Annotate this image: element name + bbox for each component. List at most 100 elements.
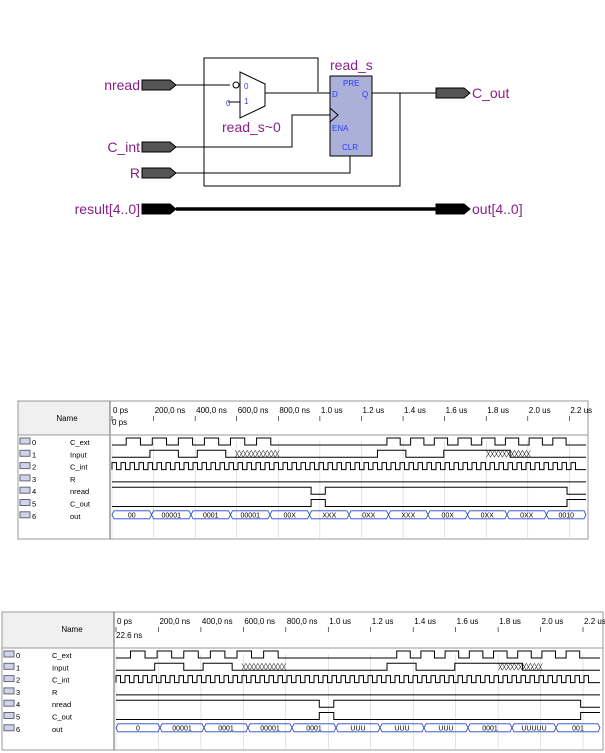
bus-segment [151, 510, 192, 520]
bus-value: 00X [284, 512, 297, 519]
mux-label: read_s~0 [222, 119, 281, 135]
register-read-s[interactable]: read_s PRE D Q ENA CLR [329, 57, 373, 157]
wave-input [112, 449, 586, 458]
wave-c-out [116, 712, 600, 720]
pin-label-nread: nread [104, 77, 140, 93]
time-label: 400,0 ns [196, 406, 227, 415]
bus-segment [467, 723, 513, 733]
pin-out[interactable]: out[4..0] [435, 201, 523, 217]
bus-value: 0XX [362, 512, 376, 519]
signal-icon [19, 474, 31, 482]
signal-name: C_ext [52, 651, 73, 660]
time-label: 2.0 us [529, 406, 551, 415]
signal-name: Input [52, 663, 70, 672]
signal-name: C_int [70, 463, 88, 472]
register-title: read_s [330, 57, 373, 73]
schematic: nread C_int R result[4..0] C_out out[4..… [75, 57, 523, 217]
bus-value: UUU [350, 725, 365, 732]
signal-index: 3 [32, 475, 36, 484]
signal-row[interactable]: 1 Input [3, 662, 70, 672]
wave-input [116, 662, 600, 671]
bus-value: UUUUU [521, 725, 546, 732]
pin-result[interactable]: result[4..0] [75, 201, 177, 217]
name-header: Name [56, 414, 78, 423]
signal-icon [19, 499, 31, 506]
signal-index: 1 [16, 663, 20, 672]
signal-index: 2 [32, 463, 36, 472]
time-label: 1.4 us [414, 617, 436, 626]
bus-segment [247, 723, 293, 733]
signal-index: 6 [16, 725, 20, 734]
bus-segment [555, 723, 601, 733]
signal-icon [3, 712, 15, 719]
bus-segment [511, 723, 557, 733]
reg-pin-clr: CLR [342, 143, 358, 152]
bus-value: 00001 [241, 512, 261, 519]
mux-in1: 1 [244, 97, 249, 106]
cursor-time: 0 ps [112, 418, 127, 427]
mux-read-s-0[interactable]: 0 1 0 read_s~0 [222, 71, 281, 135]
signal-name: C_ext [70, 438, 91, 447]
bus-value: 00001 [260, 725, 280, 732]
bus-segment [335, 723, 381, 733]
bus-value: 0001 [203, 512, 219, 519]
signal-row[interactable]: 2 C_int [19, 462, 88, 472]
time-label: 2.0 us [542, 617, 564, 626]
time-label: 0 ps [113, 406, 128, 415]
bus-value: 0001 [306, 725, 322, 732]
signal-row[interactable]: 5 C_out [3, 712, 73, 722]
time-label: 2.2 us [570, 406, 592, 415]
signal-row[interactable]: 4 nread [3, 699, 71, 709]
signal-index: 4 [16, 700, 20, 709]
time-label: 1.0 us [329, 617, 351, 626]
pin-c-out[interactable]: C_out [435, 85, 509, 101]
time-label: 200,0 ns [155, 406, 186, 415]
signal-index: 2 [16, 676, 20, 685]
bus-value: XXX [322, 512, 336, 519]
pin-nread[interactable]: nread [104, 77, 177, 93]
wave-c-int [111, 462, 586, 471]
pin-label-out: out[4..0] [472, 201, 523, 217]
bus-value: 00 [128, 512, 136, 519]
pin-r[interactable]: R [130, 165, 177, 181]
bus-value: 0 [136, 725, 140, 732]
signal-name: nread [70, 487, 89, 496]
bus-value: UUU [394, 725, 409, 732]
signal-row[interactable]: 6 out [3, 724, 63, 734]
signal-icon [3, 699, 15, 707]
signal-index: 4 [32, 487, 36, 496]
signal-icon [19, 462, 31, 470]
bus-segment [348, 510, 389, 520]
bus-segment [230, 510, 271, 520]
bus-value: 0001 [482, 725, 498, 732]
time-label: 800,0 ns [279, 406, 310, 415]
name-header: Name [61, 625, 83, 634]
signal-name: C_out [52, 713, 73, 722]
wave-input-undefined [241, 663, 287, 671]
pin-c-int[interactable]: C_int [107, 139, 177, 155]
signal-name: C_out [70, 500, 91, 509]
signal-row[interactable]: 4 nread [19, 486, 89, 496]
wave-c-ext [112, 437, 586, 446]
bus-value: UUU [438, 725, 453, 732]
bus-segment [309, 510, 350, 520]
reg-pin-pre: PRE [343, 79, 359, 88]
time-label: 0 ps [117, 617, 132, 626]
cursor-time: 22.6 ns [116, 631, 142, 640]
bus-value: 0XX [520, 512, 534, 519]
signal-index: 5 [16, 713, 20, 722]
signal-name: out [52, 725, 63, 734]
signal-name: nread [52, 700, 71, 709]
bus-segment [423, 723, 469, 733]
wave-nread [112, 486, 586, 495]
